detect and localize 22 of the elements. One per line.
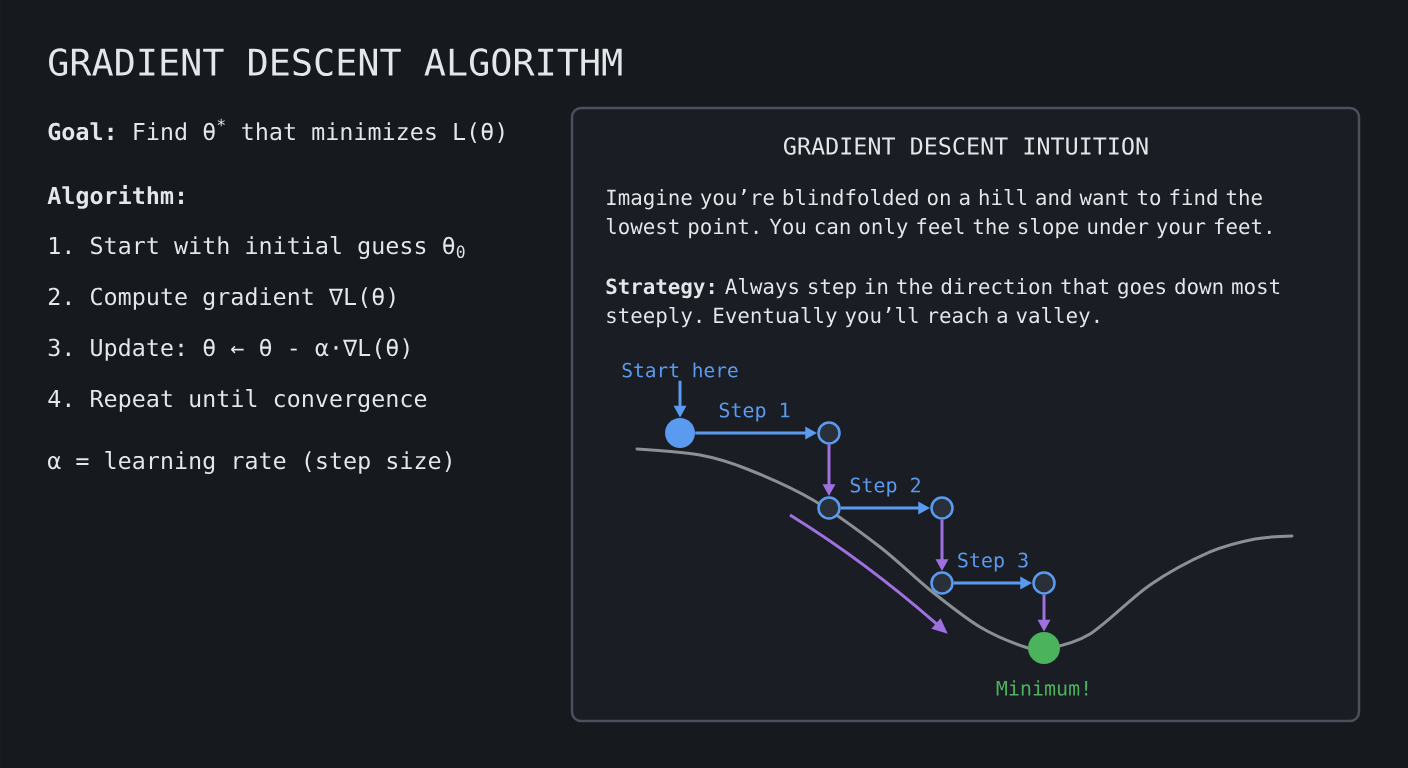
note-text: α = learning rate (step size) [48, 451, 451, 475]
title: GRADIENT DESCENT ALGORITHM [49, 48, 622, 76]
step-circle [817, 496, 841, 520]
step-circle [817, 421, 841, 445]
step-circle [930, 496, 954, 520]
step-circle [1032, 571, 1056, 595]
step-text: 2. Compute gradient ∇L(θ) [48, 287, 395, 311]
paragraph: Imagine you’re blindfolded on a hill and want to find the lowest point. You can only feel the slope under your feet. [606, 189, 1271, 239]
edge-label: Step 2 [847, 475, 924, 499]
caption-text: Minimum! [996, 680, 1088, 696]
step-circle [930, 571, 954, 595]
step-text: 3. Update: θ ← θ - α·∇L(θ) [48, 338, 409, 361]
goal-text: Goal: Find θ$^{*}$ that minimizes L(θ) [48, 118, 504, 144]
edge-label: Step 3 [954, 550, 1032, 574]
start-label: Start here [622, 362, 738, 378]
start-circle [665, 418, 695, 448]
section-heading: Algorithm: [47, 184, 183, 209]
step-text: 1. Start with initial guess θ$_{0}$ [50, 236, 465, 260]
step-text: 4. Repeat until convergence [48, 389, 427, 413]
edge-label: Step 1 [716, 400, 793, 424]
paragraph: Strategy: Always step in the direction that goes down most steeply. Eventually you’ll reach a valley. [606, 278, 1280, 328]
panel-title: GRADIENT DESCENT INTUITION [784, 137, 1148, 155]
